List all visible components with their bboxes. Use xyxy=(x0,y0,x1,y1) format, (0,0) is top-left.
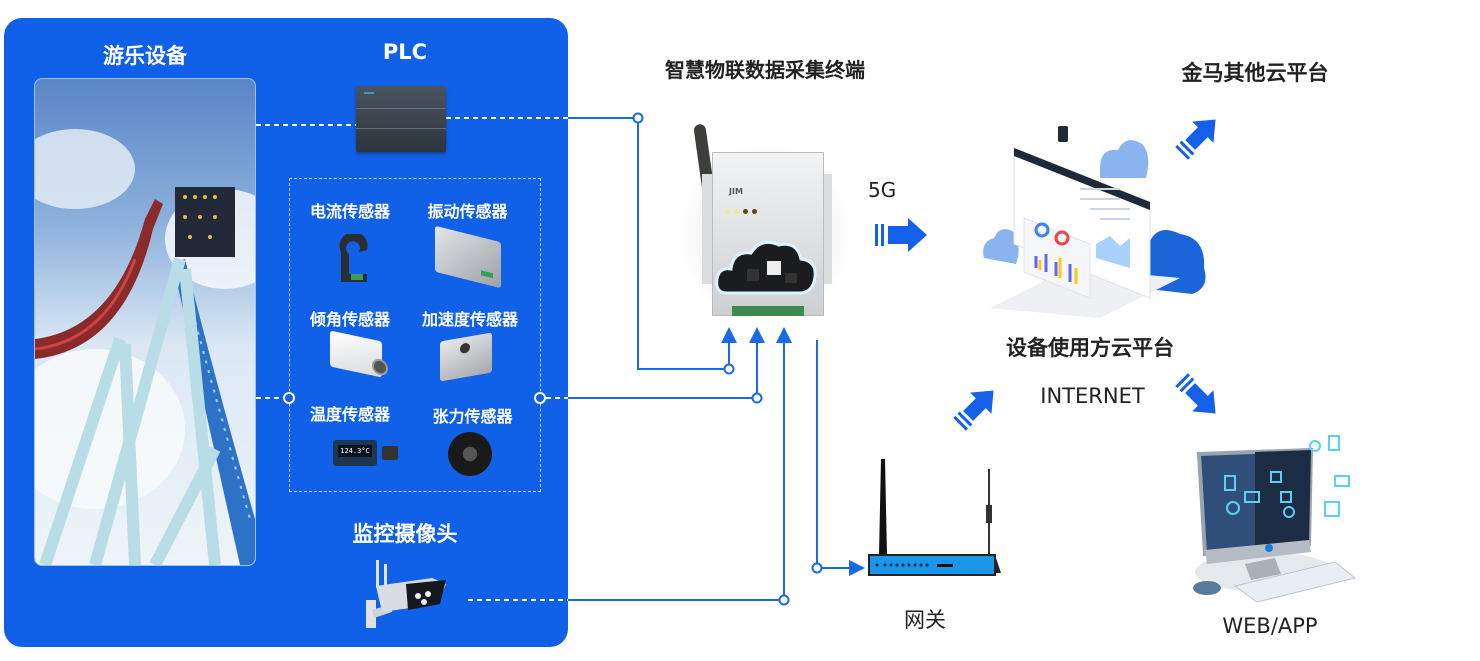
web-app-computer-icon xyxy=(1185,432,1360,607)
terminal-to-gateway-line xyxy=(816,340,865,576)
gateway-router-icon xyxy=(865,455,1005,585)
plc-terminal-node xyxy=(723,363,735,375)
gateway-label: 网关 xyxy=(904,608,946,632)
sensors-to-terminal-line xyxy=(568,327,765,399)
temperature-sensor-icon: 124.3°C xyxy=(333,440,377,466)
current-sensor-icon xyxy=(333,234,373,282)
plc-title: PLC xyxy=(382,40,428,64)
roller-coaster-icon xyxy=(35,129,255,565)
internet-down-arrow-icon xyxy=(1175,373,1216,414)
web-app-label: WEB/APP xyxy=(1222,614,1318,638)
user-cloud-platform-illustration xyxy=(980,118,1210,318)
cloud-circuit-icon xyxy=(715,240,817,295)
sensor-label-tension: 张力传感器 xyxy=(432,407,513,426)
ride-equipment-title: 游乐设备 xyxy=(103,44,187,68)
sensor-terminal-node xyxy=(751,392,763,404)
sensor-label-tilt: 倾角传感器 xyxy=(309,310,390,329)
plc-device-icon xyxy=(356,86,446,152)
gateway-line-node xyxy=(811,562,823,574)
plc-line-node xyxy=(632,112,644,124)
sensor-label-acceleration: 加速度传感器 xyxy=(421,310,518,329)
camera-terminal-node xyxy=(778,594,790,606)
terminal-connector xyxy=(732,306,804,316)
5g-arrow-icon xyxy=(875,218,927,252)
terminal-brand: JIM xyxy=(729,187,743,196)
temperature-reading: 124.3°C xyxy=(338,445,372,457)
tension-sensor-icon xyxy=(448,432,492,476)
roller-coaster-photo xyxy=(34,78,256,566)
link-5g-label: 5G xyxy=(868,178,897,202)
other-cloud-platform-label: 金马其他云平台 xyxy=(1181,61,1329,85)
terminal-title: 智慧物联数据采集终端 xyxy=(665,58,865,82)
terminal-body: JIM xyxy=(712,152,824,316)
internet-up-arrow-icon xyxy=(953,390,994,431)
user-cloud-platform-label: 设备使用方云平台 xyxy=(1006,336,1174,360)
status-leds xyxy=(725,209,757,214)
camera-to-terminal-line xyxy=(568,327,792,601)
sensor-group-box xyxy=(289,178,541,492)
sensor-label-temperature: 温度传感器 xyxy=(309,405,390,424)
data-acquisition-terminal: JIM xyxy=(670,123,860,334)
sensor-label-current: 电流传感器 xyxy=(309,202,390,221)
camera-title: 监控摄像头 xyxy=(352,522,458,546)
internet-label: INTERNET xyxy=(1040,384,1145,408)
temperature-probe-icon xyxy=(382,446,398,460)
sensor-label-vibration: 振动传感器 xyxy=(427,202,508,221)
surveillance-camera-icon xyxy=(362,560,452,630)
